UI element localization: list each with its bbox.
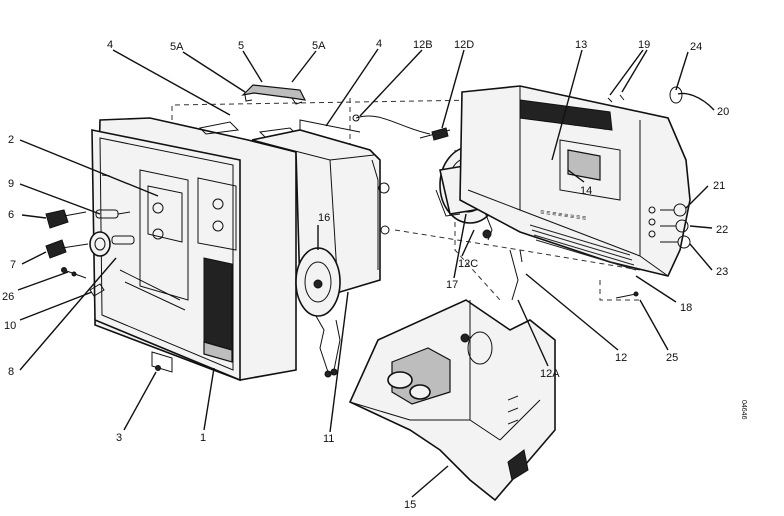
rear-cabinet-part: ≡ ≡ ≡ ≡ ≡ ≡ ≡ ≡ bbox=[459, 85, 691, 277]
callout-labels: 4 5A 5 5A 4 12B 12D 13 19 24 20 2 9 6 7 … bbox=[2, 38, 729, 511]
callout-22: 22 bbox=[716, 224, 728, 236]
callout-25: 25 bbox=[666, 352, 678, 364]
callout-23: 23 bbox=[716, 266, 728, 278]
document-number: 04646 bbox=[740, 400, 747, 420]
callout-1: 1 bbox=[200, 432, 206, 444]
callout-24: 24 bbox=[690, 41, 702, 53]
callout-4-right: 4 bbox=[376, 38, 382, 50]
callout-12c: 12C bbox=[458, 258, 478, 270]
knob-set-part-21-23 bbox=[660, 203, 691, 249]
knob-part-8 bbox=[89, 231, 135, 257]
callout-12: 12 bbox=[615, 352, 627, 364]
callout-5: 5 bbox=[238, 40, 244, 52]
base-chassis-part bbox=[348, 299, 556, 502]
callout-13: 13 bbox=[575, 39, 587, 51]
callout-18: 18 bbox=[680, 302, 692, 314]
carry-handle-part bbox=[198, 84, 307, 139]
callout-7: 7 bbox=[10, 259, 16, 271]
callout-3: 3 bbox=[116, 432, 122, 444]
inner-chassis-part bbox=[251, 119, 390, 293]
front-cabinet-part bbox=[91, 117, 297, 382]
callout-10: 10 bbox=[4, 320, 16, 332]
callout-19: 19 bbox=[638, 39, 650, 51]
callout-26: 26 bbox=[2, 291, 14, 303]
callout-11: 11 bbox=[323, 433, 334, 445]
callout-21: 21 bbox=[713, 180, 725, 192]
callout-14: 14 bbox=[580, 185, 592, 197]
knob-part-7 bbox=[45, 239, 89, 259]
screw-part-25 bbox=[615, 291, 639, 299]
callout-12b: 12B bbox=[413, 39, 433, 51]
knob-part-9 bbox=[95, 209, 131, 219]
callout-4-left: 4 bbox=[107, 39, 113, 51]
callout-5a-right: 5A bbox=[312, 40, 326, 52]
callout-2: 2 bbox=[8, 134, 14, 146]
callout-15: 15 bbox=[404, 499, 416, 511]
callout-16: 16 bbox=[318, 212, 330, 224]
callout-17: 17 bbox=[446, 279, 458, 291]
callout-5a-left: 5A bbox=[170, 41, 184, 53]
callout-9: 9 bbox=[8, 178, 14, 190]
clip-part-3 bbox=[151, 351, 173, 373]
wire-harness-part bbox=[352, 114, 451, 141]
screw-part-26 bbox=[61, 267, 87, 279]
callout-12a: 12A bbox=[540, 368, 560, 380]
knob-part-6 bbox=[45, 209, 87, 229]
callout-6: 6 bbox=[8, 209, 14, 221]
leader-lines bbox=[17, 48, 715, 498]
callout-12d: 12D bbox=[454, 39, 474, 51]
callout-20: 20 bbox=[717, 106, 729, 118]
callout-8: 8 bbox=[8, 366, 14, 378]
speaker-part bbox=[295, 247, 341, 378]
screw-part-10 bbox=[89, 283, 105, 297]
